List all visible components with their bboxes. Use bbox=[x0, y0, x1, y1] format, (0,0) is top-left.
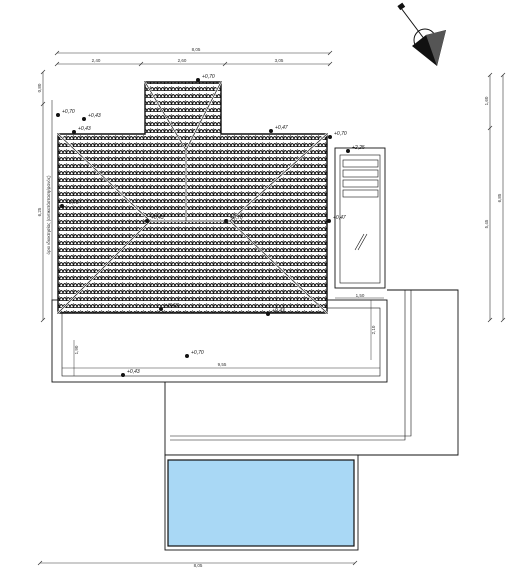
level-marker: +0,70 bbox=[185, 350, 204, 358]
dim-left-top: 0,80 bbox=[37, 83, 42, 92]
swimming-pool bbox=[164, 454, 359, 551]
svg-text:+0,70: +0,70 bbox=[202, 74, 215, 80]
svg-text:+0,47: +0,47 bbox=[275, 125, 288, 131]
dim-top-seg-3: 3,05 bbox=[275, 58, 284, 63]
level-marker: +0,43 bbox=[72, 126, 91, 134]
level-marker: +0,47 bbox=[269, 125, 288, 133]
property-boundary-note: όριο ιδιοκτησίας (αντικατάσταση/φανός) bbox=[45, 175, 51, 254]
svg-text:+0,43: +0,43 bbox=[165, 303, 178, 309]
right-dimension: 1,60 5,45 6,85 bbox=[484, 72, 506, 323]
level-marker: +0,70 bbox=[328, 131, 347, 139]
top-dimension-segments: 2,40 2,60 3,05 bbox=[54, 58, 333, 67]
svg-text:+2,25: +2,25 bbox=[352, 145, 365, 151]
level-marker: +0,70 bbox=[196, 74, 215, 82]
dim-right-upper: 1,60 bbox=[484, 96, 489, 105]
level-marker: +0,70 bbox=[224, 215, 243, 223]
dim-terrace-depth: 1,90 bbox=[74, 345, 79, 354]
svg-text:+0,43: +0,43 bbox=[272, 308, 285, 314]
dim-right-total: 6,85 bbox=[497, 193, 502, 202]
level-marker: +0,43 bbox=[266, 308, 285, 316]
svg-text:+0,70: +0,70 bbox=[334, 131, 347, 137]
level-marker: +0,70 bbox=[60, 200, 79, 208]
svg-text:+0,70: +0,70 bbox=[62, 109, 75, 115]
dim-gap-width: 1,50 bbox=[356, 293, 365, 298]
roof bbox=[57, 81, 328, 314]
level-marker: +0,43 bbox=[159, 303, 178, 311]
dim-right-lower: 5,45 bbox=[484, 219, 489, 228]
level-marker: +0,43 bbox=[121, 369, 140, 377]
dim-top-seg-2: 2,60 bbox=[178, 58, 187, 63]
svg-text:+0,43: +0,43 bbox=[78, 126, 91, 132]
top-dimension-total: 8,05 bbox=[54, 47, 333, 56]
left-dimension: 0,80 6,25 όριο ιδιοκτησίας (αντικατάστασ… bbox=[37, 69, 53, 323]
dim-left-main: 6,25 bbox=[37, 207, 42, 216]
dim-terrace-width: 9,55 bbox=[218, 362, 227, 367]
level-marker: +0,47 bbox=[327, 215, 346, 223]
svg-text:+0,43: +0,43 bbox=[151, 215, 164, 221]
svg-text:+0,70: +0,70 bbox=[191, 350, 204, 356]
svg-text:+0,43: +0,43 bbox=[127, 369, 140, 375]
dim-top-total: 8,05 bbox=[192, 47, 201, 52]
bottom-dimension: 8,05 bbox=[37, 560, 358, 568]
dim-bottom-total: 8,05 bbox=[194, 563, 203, 568]
svg-text:+0,70: +0,70 bbox=[230, 215, 243, 221]
stairwell bbox=[334, 147, 386, 289]
north-arrow-icon bbox=[397, 2, 446, 66]
dim-gap-height: 2,10 bbox=[371, 325, 376, 334]
svg-text:+0,70: +0,70 bbox=[66, 200, 79, 206]
svg-text:+0,43: +0,43 bbox=[88, 113, 101, 119]
level-marker: +0,43 bbox=[82, 113, 101, 121]
yard-enclosure: 1,50 2,10 bbox=[164, 289, 459, 456]
level-marker: +0,70 bbox=[56, 109, 75, 117]
level-marker: +0,43 bbox=[145, 215, 164, 223]
svg-text:+0,47: +0,47 bbox=[333, 215, 346, 221]
level-marker: +2,25 bbox=[346, 145, 365, 153]
dim-top-seg-1: 2,40 bbox=[92, 58, 101, 63]
level-markers: +0,70 +0,43 +0,43 +0,70 +0,47 +0,70 +2,2… bbox=[56, 74, 365, 377]
